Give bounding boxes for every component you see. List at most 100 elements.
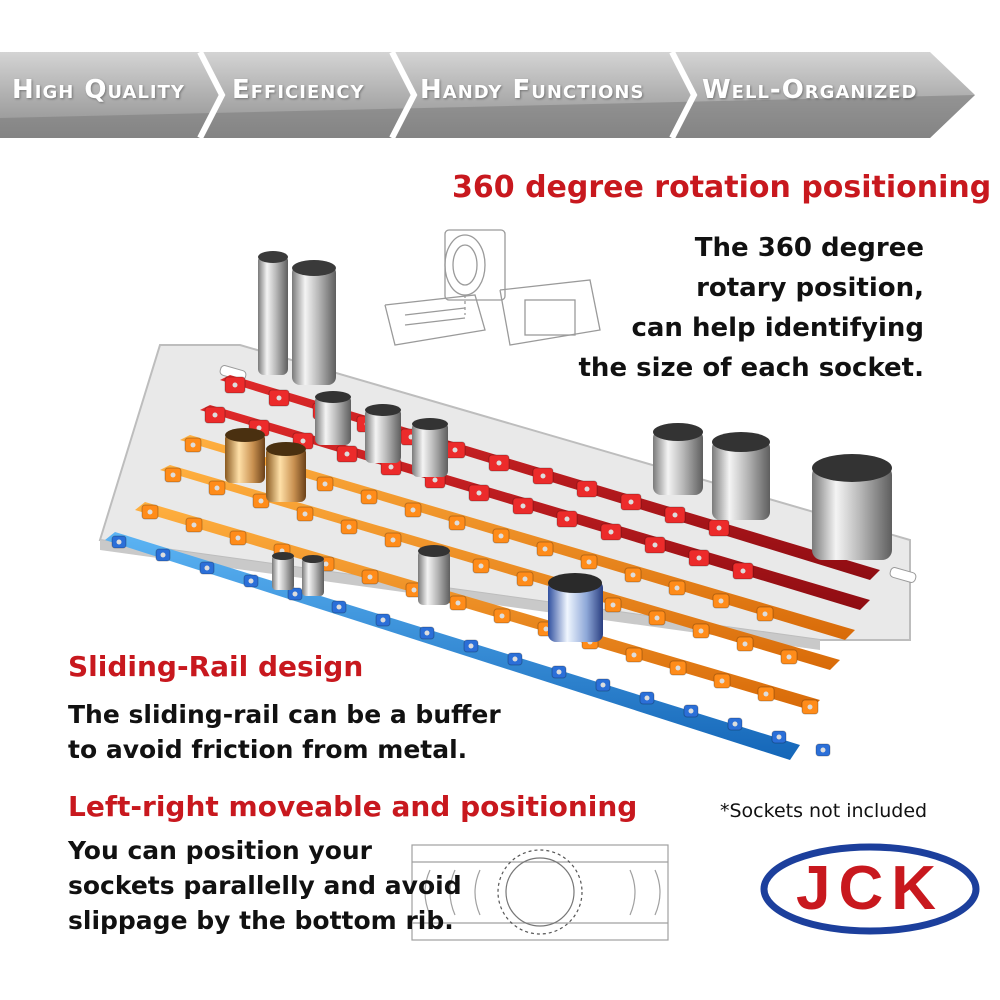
clip-post — [564, 516, 570, 522]
banner-item-high-quality: High Quality — [12, 75, 185, 105]
clip-post — [300, 438, 306, 444]
clip-post — [367, 574, 373, 580]
clip-post — [786, 654, 792, 660]
socket-organizer-illustration — [98, 251, 917, 760]
moveable-heading: Left-right moveable and positioning — [68, 790, 638, 823]
clip-post — [256, 425, 262, 431]
logo-text: JCK — [795, 854, 945, 923]
rotation-line-2: rotary position, — [696, 273, 924, 303]
clip-post — [496, 460, 502, 466]
clip-post — [344, 451, 350, 457]
clip-post — [346, 524, 352, 530]
clip-post — [498, 533, 504, 539]
clip-post — [170, 472, 176, 478]
clip-post — [543, 626, 549, 632]
clip-post — [631, 652, 637, 658]
clip-post — [762, 611, 768, 617]
clip-post — [366, 494, 372, 500]
clip-post — [610, 602, 616, 608]
clip-post — [190, 442, 196, 448]
clip-post — [476, 490, 482, 496]
clip-post — [608, 529, 614, 535]
clip-post — [432, 477, 438, 483]
clip-post — [520, 503, 526, 509]
banner-item-handy-functions: Handy Functions — [420, 75, 645, 105]
feature-banner: High Quality Efficiency Handy Functions … — [0, 50, 1000, 140]
clip-post — [698, 628, 704, 634]
clip-post — [674, 585, 680, 591]
sliding-line-1: The sliding-rail can be a buffer — [68, 700, 501, 729]
clip-post — [776, 734, 782, 740]
clip-post — [584, 486, 590, 492]
clip-post — [807, 704, 813, 710]
clip-post — [302, 511, 308, 517]
clip-post — [248, 578, 254, 584]
rotation-heading: 360 degree rotation positioning — [452, 170, 992, 205]
clip-post — [388, 464, 394, 470]
moveable-line-3: slippage by the bottom rib. — [68, 906, 454, 935]
clip-post — [235, 535, 241, 541]
clip-post — [411, 587, 417, 593]
clip-post — [468, 643, 474, 649]
clip-post — [410, 507, 416, 513]
clip-post — [214, 485, 220, 491]
clip-post — [586, 559, 592, 565]
clip-post — [688, 708, 694, 714]
clip-post — [322, 481, 328, 487]
clip-post — [718, 598, 724, 604]
clip-post — [763, 691, 769, 697]
clip-post — [696, 555, 702, 561]
rib-diagram — [411, 844, 669, 941]
clip-post — [630, 572, 636, 578]
clip-post — [116, 539, 122, 545]
clip-post — [390, 537, 396, 543]
clip-post — [258, 498, 264, 504]
moveable-line-1: You can position your — [68, 836, 372, 865]
clip-post — [600, 682, 606, 688]
banner-item-well-organized: Well-Organized — [702, 75, 918, 105]
clip-post — [820, 747, 826, 753]
clip-post — [672, 512, 678, 518]
sockets-not-included-note: *Sockets not included — [720, 800, 928, 822]
clip-post — [160, 552, 166, 558]
rotation-line-4: the size of each socket. — [578, 353, 925, 383]
clip-post — [323, 561, 329, 567]
clip-post — [212, 412, 218, 418]
clip-post — [716, 525, 722, 531]
sliding-line-2: to avoid friction from metal. — [68, 735, 468, 764]
clip-post — [556, 669, 562, 675]
clip-post — [454, 520, 460, 526]
clip-post — [292, 591, 298, 597]
clip-post — [204, 565, 210, 571]
rotation-diagram — [384, 229, 601, 346]
clip-post — [740, 568, 746, 574]
rotation-description: The 360 degree rotary position, can help… — [579, 228, 925, 388]
clip-post — [147, 509, 153, 515]
clip-post — [540, 473, 546, 479]
clip-post — [732, 721, 738, 727]
clip-post — [276, 395, 282, 401]
clip-post — [628, 499, 634, 505]
rotation-line-3: can help identifying — [631, 313, 924, 343]
clip-post — [380, 617, 386, 623]
clip-post — [512, 656, 518, 662]
clip-post — [452, 447, 458, 453]
clip-post — [232, 382, 238, 388]
moveable-description: You can position your sockets parallelly… — [68, 833, 462, 938]
clip-post — [424, 630, 430, 636]
sliding-description: The sliding-rail can be a buffer to avoi… — [68, 697, 501, 767]
clip-post — [542, 546, 548, 552]
clip-post — [191, 522, 197, 528]
clip-post — [499, 613, 505, 619]
clip-post — [336, 604, 342, 610]
clip-post — [654, 615, 660, 621]
clip-post — [455, 600, 461, 606]
banner-item-efficiency: Efficiency — [232, 75, 365, 105]
clip-post — [522, 576, 528, 582]
clip-post — [675, 665, 681, 671]
clip-post — [719, 678, 725, 684]
clip-post — [742, 641, 748, 647]
jck-logo: JCK — [760, 843, 980, 935]
rotation-line-1: The 360 degree — [694, 233, 924, 263]
sliding-heading: Sliding-Rail design — [68, 650, 364, 683]
